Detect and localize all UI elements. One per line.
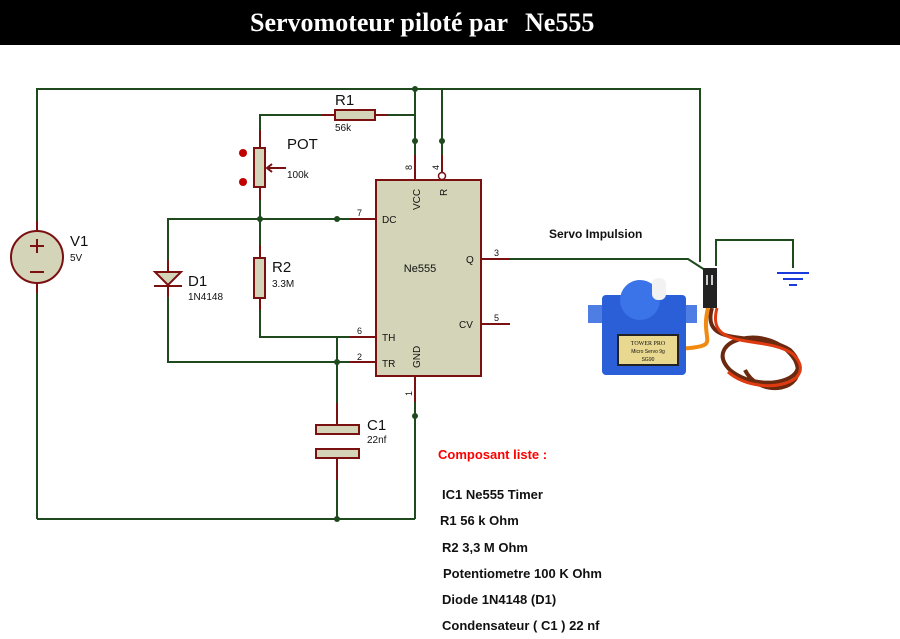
r1-label: R1 [335,92,354,109]
pin-cv-label: CV [459,320,473,331]
servo-motor-image: TOWER PRO Micro Servo 9g SG90 [588,268,802,390]
ground-icon [777,272,809,286]
pin-q-label: Q [466,255,474,266]
servo-brand: TOWER PRO [631,341,666,347]
r2-label: R2 [272,259,291,276]
parts-list-item: Diode 1N4148 (D1) [442,592,557,607]
v1-value: 5V [70,253,83,264]
d1-value: 1N4148 [188,292,223,303]
pin-8-number: 8 [404,165,414,170]
servo-code: SG90 [642,357,655,363]
parts-list-item: Potentiometre 100 K Ohm [443,566,602,581]
r2-value: 3.3M [272,279,294,290]
pin-tr-label: TR [382,359,395,370]
pin-r-label: R [439,189,450,196]
parts-list-item: Condensateur ( C1 ) 22 nf [442,618,600,633]
pin-dc-label: DC [382,215,396,226]
c1-label: C1 [367,417,386,434]
potentiometer[interactable] [239,130,286,200]
title-text: Servomoteur piloté par [250,8,509,37]
pin-vcc-label: VCC [412,189,423,210]
capacitor-c1[interactable] [315,403,360,480]
parts-list-item: R2 3,3 M Ohm [442,540,528,555]
pin-6-number: 6 [357,326,362,336]
resistor-r1[interactable] [322,109,388,121]
pin-7-number: 7 [357,208,362,218]
pot-label: POT [287,136,318,153]
pin-th-label: TH [382,333,395,344]
pin-3-number: 3 [494,248,499,258]
junctions [257,86,445,522]
pin-5-number: 5 [494,313,499,323]
servo-model: Micro Servo 9g [631,349,665,355]
pin-2-number: 2 [357,352,362,362]
pin-1-number: 1 [404,391,414,396]
title-bar: Servomoteur piloté par Ne555 [0,0,900,45]
pot-value: 100k [287,170,310,181]
servo-signal-label: Servo Impulsion [549,227,642,241]
pin-4-number: 4 [431,165,441,170]
c1-value: 22nf [367,435,387,446]
voltage-source-v1[interactable] [10,221,64,293]
ic-name: Ne555 [404,263,436,275]
v1-label: V1 [70,233,88,250]
diode-d1[interactable] [152,260,184,297]
ic-ne555[interactable] [350,155,510,402]
d1-label: D1 [188,273,207,290]
parts-list-heading: Composant liste : [438,447,548,462]
parts-list-item: IC1 Ne555 Timer [442,487,543,502]
parts-list-item: R1 56 k Ohm [440,513,519,528]
r1-value: 56k [335,123,352,134]
title-chip: Ne555 [525,8,595,37]
pin-gnd-label: GND [412,346,423,368]
resistor-r2[interactable] [253,245,266,310]
